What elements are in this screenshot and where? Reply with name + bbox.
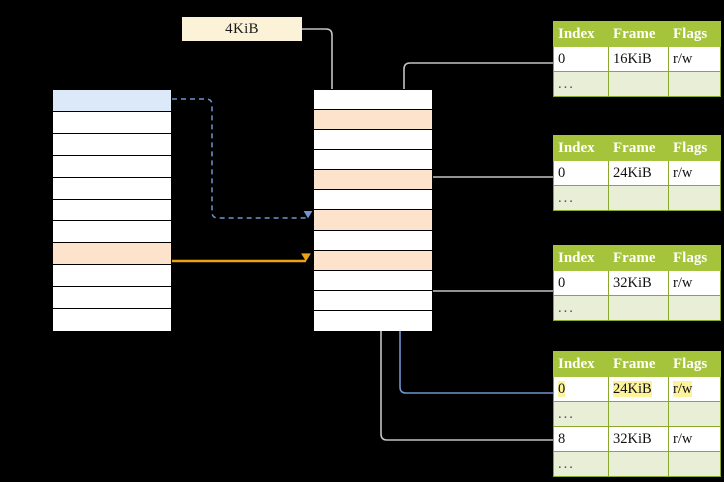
memory-cell [53,90,171,112]
table-cell-ellipsis [608,71,669,97]
page-size-label: 4KiB [182,17,302,41]
memory-cell [53,133,171,156]
table-cell: 0 [553,270,609,296]
virtual-address-space [52,89,172,331]
highlighted-value: r/w [673,380,693,397]
table-cell-ellipsis [608,401,669,427]
memory-cell [314,150,432,171]
table-cell: 0 [553,160,609,186]
memory-cell [314,210,432,231]
memory-cell [314,90,432,111]
table-cell: 0 [553,376,609,402]
table-row[interactable]: ... [553,185,721,211]
memory-cell [314,110,432,131]
table-cell: 32KiB [608,270,669,296]
table-cell-ellipsis [608,185,669,211]
memory-cell [53,177,171,200]
table-cell: r/w [668,270,721,296]
table-cell-ellipsis [608,295,669,321]
table-cell: r/w [668,376,721,402]
physical-memory [313,89,433,331]
memory-cell [53,111,171,134]
table-cell-ellipsis [668,71,721,97]
table-row[interactable]: ... [553,295,721,321]
table-cell: r/w [668,160,721,186]
table-cell: 24KiB [608,160,669,186]
table-cell-ellipsis [668,185,721,211]
memory-cell [314,290,432,311]
column-header-flags: Flags [668,21,721,47]
table-row[interactable]: ... [553,71,721,97]
table-row[interactable]: ... [553,401,721,427]
table-cell-ellipsis [668,295,721,321]
memory-cell [53,221,171,244]
memory-cell [314,250,432,271]
table-row[interactable]: ... [553,451,721,477]
table-cell: 0 [553,46,609,72]
table-cell: 8 [553,426,609,452]
table-cell-ellipsis [668,401,721,427]
table-cell-ellipsis: ... [553,295,609,321]
table-cell-ellipsis: ... [553,71,609,97]
table-cell-ellipsis: ... [553,451,609,477]
page-size-label-text: 4KiB [225,20,259,37]
highlighted-value: 24KiB [613,380,652,397]
column-header-frame: Frame [608,135,669,161]
memory-cell [53,309,171,331]
memory-cell [314,130,432,151]
table-cell-ellipsis: ... [553,401,609,427]
column-header-index: Index [553,21,609,47]
memory-cell [53,155,171,178]
memory-cell [314,310,432,331]
column-header-index: Index [553,245,609,271]
memory-cell [314,170,432,191]
table-cell: r/w [668,426,721,452]
column-header-flags: Flags [668,135,721,161]
table-cell-ellipsis [668,451,721,477]
memory-cell [314,270,432,291]
table-cell-ellipsis: ... [553,185,609,211]
table-cell: 16KiB [608,46,669,72]
memory-cell [314,230,432,251]
table-row[interactable]: 0 24KiB r/w [553,376,721,402]
memory-cell [53,287,171,310]
table-cell: 24KiB [608,376,669,402]
column-header-index: Index [553,351,609,377]
table-cell-ellipsis [608,451,669,477]
memory-cell [314,190,432,211]
highlighted-value: 0 [558,380,566,397]
memory-cell [53,265,171,288]
column-header-flags: Flags [668,245,721,271]
column-header-frame: Frame [608,245,669,271]
column-header-index: Index [553,135,609,161]
memory-cell [53,243,171,266]
column-header-flags: Flags [668,351,721,377]
memory-cell [53,199,171,222]
table-cell: 32KiB [608,426,669,452]
table-cell: r/w [668,46,721,72]
column-header-frame: Frame [608,351,669,377]
column-header-frame: Frame [608,21,669,47]
